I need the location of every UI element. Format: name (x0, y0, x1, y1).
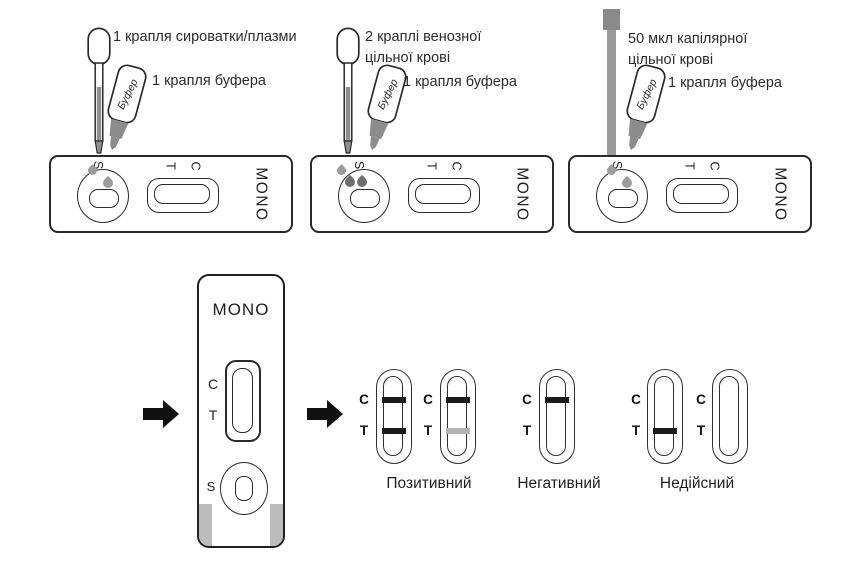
test-cassette-horizontal: S T C MONO (310, 155, 554, 233)
sample-well-inner (350, 189, 380, 208)
sample-well (220, 462, 268, 515)
test-cassette-vertical: MONO C T S (197, 274, 285, 548)
t-line-label: T (696, 423, 706, 438)
result-window-inner (719, 376, 739, 456)
dropper-icon (87, 27, 111, 154)
sample-well-label: S (352, 160, 366, 170)
result-caption-positive: Позитивний (386, 475, 472, 492)
result-window (666, 178, 738, 213)
sample-panel-venous-blood: Буфер 2 краплі венозної цільної крові 1 … (310, 0, 570, 235)
t-line-label: T (522, 423, 532, 438)
buffer-bottle-icon: Буфер (341, 53, 425, 165)
t-line-label: T (359, 423, 369, 438)
sample-panel-serum: Буфер 1 крапля сироватки/плазми 1 крапля… (49, 0, 309, 235)
result-window-inner (447, 376, 467, 456)
c-line (545, 397, 569, 403)
brand-label: MONO (513, 167, 531, 222)
arrow-right-icon (307, 400, 343, 428)
c-line-label: C (359, 392, 369, 407)
result-window-inner (654, 376, 674, 456)
arrow-right-icon (143, 400, 179, 428)
t-line-label: T (424, 162, 439, 170)
t-line-label: T (208, 407, 218, 423)
result-window-negative (539, 369, 575, 464)
sample-well (596, 169, 648, 223)
brand-label: MONO (252, 167, 270, 222)
buffer-bottle-icon: Буфер (81, 53, 165, 165)
t-line (653, 428, 677, 434)
c-line (446, 397, 470, 403)
c-line (382, 397, 406, 403)
capillary-tube-icon (607, 30, 616, 155)
result-window-inner (673, 184, 729, 204)
cassette-grip (199, 504, 212, 546)
t-line-label: T (163, 162, 178, 170)
t-line-label: T (682, 162, 697, 170)
result-window (408, 178, 480, 213)
result-window-invalid-2 (712, 369, 748, 464)
result-window-inner (383, 376, 403, 456)
buffer-instruction: 1 крапля буфера (152, 73, 266, 89)
sample-well-inner (235, 476, 253, 501)
sample-well (77, 169, 129, 223)
capillary-tube-icon (603, 9, 620, 30)
c-line-label: C (707, 161, 722, 171)
sample-instruction: 2 краплі венозної цільної крові (365, 29, 482, 66)
sample-well-inner (89, 189, 119, 208)
c-line-label: C (207, 376, 219, 392)
result-window (147, 178, 219, 213)
result-window-inner (232, 368, 253, 433)
brand-label: MONO (771, 167, 789, 222)
result-window (225, 360, 261, 442)
t-line (382, 428, 406, 434)
sample-instruction: 1 крапля сироватки/плазми (113, 29, 297, 45)
buffer-instruction: 1 крапля буфера (403, 74, 517, 90)
result-caption-invalid: Недійсний (659, 475, 735, 492)
brand-label: MONO (212, 300, 270, 319)
c-line-label: C (188, 161, 203, 171)
result-window-inner (546, 376, 566, 456)
test-cassette-horizontal: S T C MONO (568, 155, 812, 233)
sample-well-label: S (206, 479, 216, 494)
cassette-grip (270, 504, 283, 546)
result-window-positive-2 (440, 369, 476, 464)
sample-panel-capillary-blood: Буфер 50 мкл капілярної цільної крові 1 … (568, 0, 828, 235)
result-window-inner (415, 184, 471, 204)
test-cassette-horizontal: S T C MONO (49, 155, 293, 233)
t-line-label: T (631, 423, 641, 438)
t-line-label: T (423, 423, 433, 438)
c-line-label: C (631, 392, 641, 407)
buffer-bottle-icon: Буфер (600, 53, 684, 165)
result-window-positive-1 (376, 369, 412, 464)
result-window-invalid-1 (647, 369, 683, 464)
dropper-icon (336, 27, 360, 154)
t-line (446, 428, 470, 434)
c-line-label: C (696, 392, 706, 407)
c-line-label: C (522, 392, 532, 407)
c-line-label: C (423, 392, 433, 407)
result-window-inner (154, 184, 210, 204)
sample-well-inner (608, 189, 638, 208)
buffer-instruction: 1 крапля буфера (668, 75, 782, 91)
sample-instruction: 50 мкл капілярної цільної крові (628, 31, 748, 68)
c-line-label: C (449, 161, 464, 171)
result-caption-negative: Негативний (517, 475, 601, 492)
